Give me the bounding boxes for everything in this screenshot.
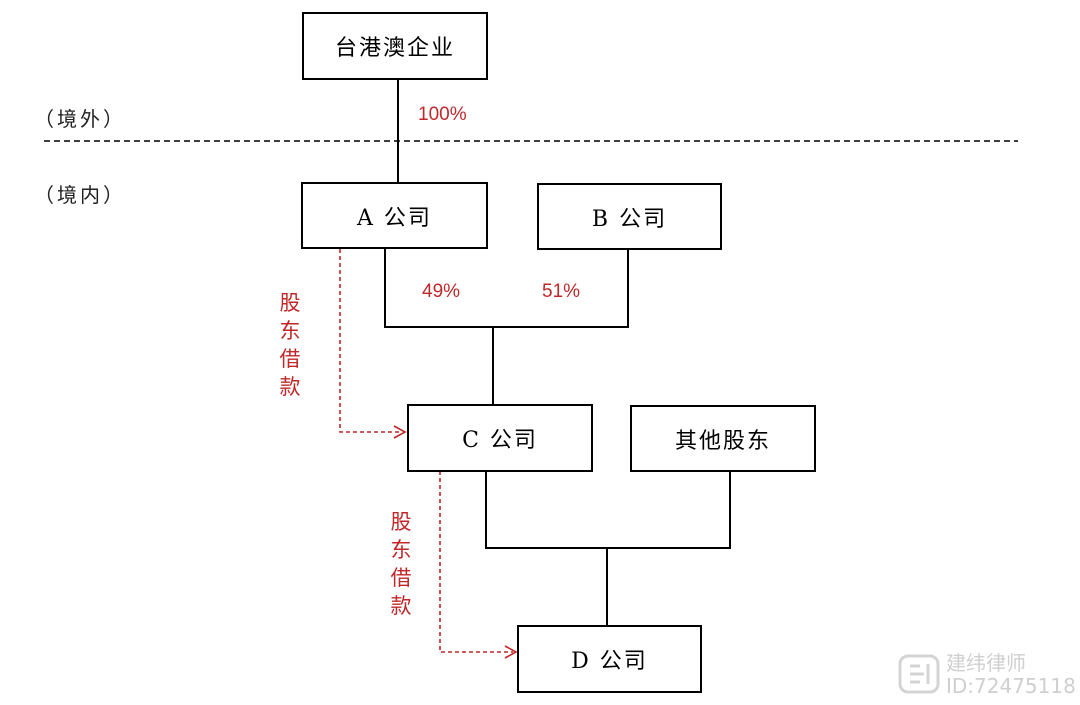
loan-arrowhead-c-to-d [504,645,518,659]
watermark-name: 建纬律师 [946,651,1026,675]
watermark-text: 建纬律师 ID:72475118 [946,652,1076,698]
watermark-id: ID:72475118 [946,674,1076,698]
pct-top-to-a: 100% [418,104,467,125]
node-company-c: C 公司 [407,404,593,472]
quote-logo-icon [898,654,940,694]
region-label-overseas: （境外） [34,107,126,131]
loan-label-c-to-d: 股东借款 [390,510,412,618]
node-other-shareholders: 其他股东 [630,405,816,472]
node-company-b: B 公司 [537,183,722,250]
pct-b-to-c: 51% [542,281,581,302]
loan-arrow-c-to-d [439,471,513,653]
region-label-domestic: （境内） [34,183,126,207]
loan-arrow-a-to-c [339,249,402,433]
loan-label-a-to-c: 股东借款 [279,291,301,399]
connector-ab-to-c [384,248,629,328]
node-company-d: D 公司 [517,625,702,693]
node-taiwan-hk-macao-enterprise: 台港澳企业 [302,12,488,80]
connector-c-others-to-d [485,470,731,549]
pct-a-to-c: 49% [422,281,461,302]
loan-arrowhead-a-to-c [393,425,407,439]
node-company-a: A 公司 [301,182,488,249]
